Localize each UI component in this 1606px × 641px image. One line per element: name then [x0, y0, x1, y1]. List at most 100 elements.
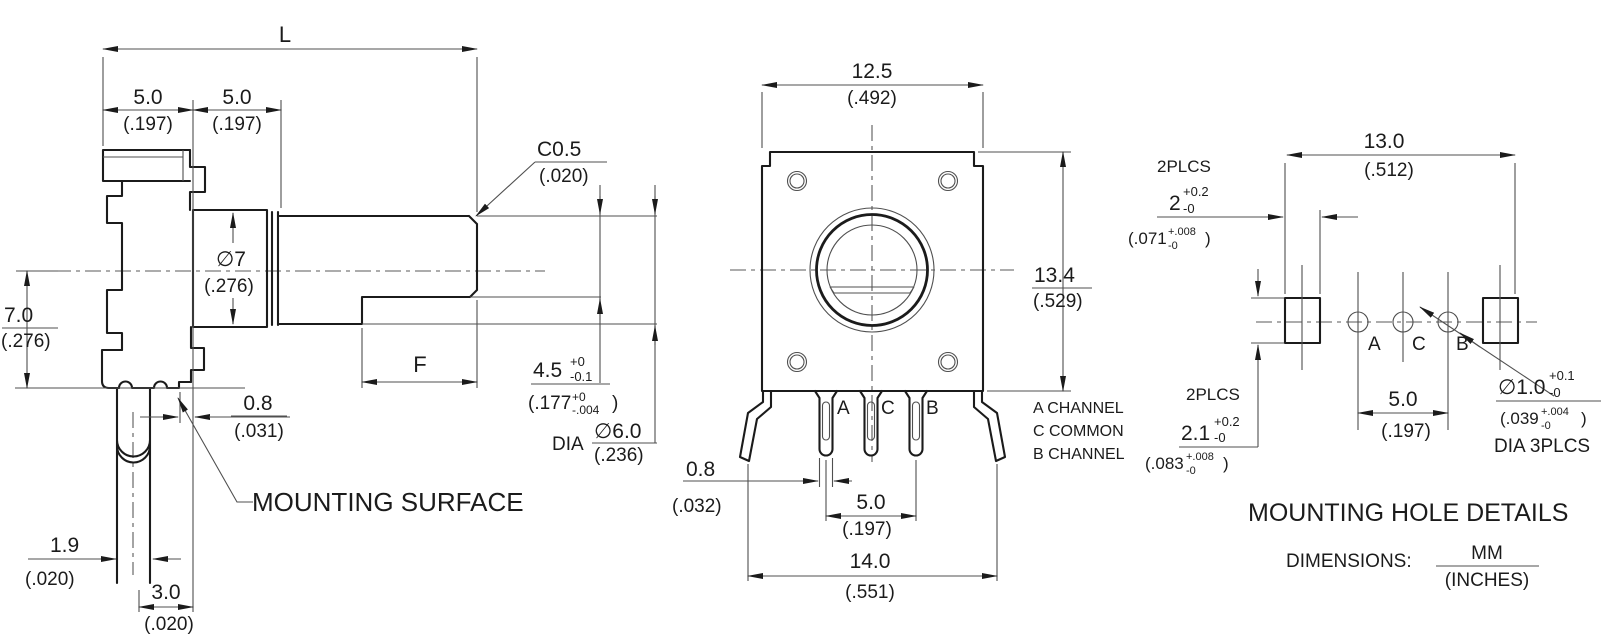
dim-45: 4.5 +0 -0.1 (.177 +0 -.004 ) — [362, 185, 657, 417]
dim-19-in: (.020) — [25, 569, 75, 590]
dia-1-mm: ∅1.0 — [1498, 376, 1546, 399]
dim-7-in: (.276) — [1, 331, 51, 352]
dim-08-side-mm: 0.8 — [243, 392, 272, 415]
dim-30: 3.0 (.020) — [138, 581, 194, 635]
dim-5-right-in: (.197) — [212, 114, 262, 135]
dim-45-in-close: ) — [612, 393, 618, 414]
dim-21-tol-plus: +0.2 — [1214, 414, 1240, 429]
channel-b-label: B CHANNEL — [1033, 446, 1125, 463]
dim-14-mm: 14.0 — [850, 550, 891, 573]
dia-1-in-tol-plus: +.004 — [1541, 406, 1569, 418]
dimensions-label: DIMENSIONS: — [1286, 551, 1412, 572]
dim-5-left-mm: 5.0 — [133, 86, 162, 109]
dim-45-tol-plus: +0 — [570, 354, 585, 369]
mounting-surface-callout: MOUNTING SURFACE — [177, 397, 524, 517]
dim-19: 1.9 (.020) — [25, 534, 181, 590]
dim-2-in-tol-minus: -0 — [1168, 240, 1178, 252]
side-view: L 5.0 (.197) 5.0 (.197) 7.0 (.276) ∅7 — [1, 22, 658, 635]
dia-6-in: (.236) — [594, 445, 644, 466]
pin-c-label: C — [881, 398, 895, 419]
pin-a-label: A — [837, 398, 850, 419]
dim-2: 2PLCS 2 +0.2 -0 (.071 +.008 -0 ) — [1128, 157, 1358, 294]
dimensions-legend: DIMENSIONS: MM (INCHES) — [1286, 543, 1539, 591]
dia-1-tol-plus: +0.1 — [1549, 368, 1575, 383]
dim-21: 2PLCS 2.1 +0.2 -0 (.083 +.008 -0 ) — [1145, 269, 1284, 477]
corner-hole — [786, 351, 808, 373]
dim-21-in: (.083 — [1145, 454, 1184, 473]
dim-2-in-tol-plus: +.008 — [1168, 226, 1196, 238]
dim-45-mm: 4.5 — [533, 359, 562, 382]
dim-21-tol-minus: -0 — [1214, 430, 1226, 445]
dim-2-in: (.071 — [1128, 229, 1167, 248]
dim-7: 7.0 (.276) — [1, 270, 245, 389]
callout-chamfer: C0.5 (.020) — [475, 138, 607, 217]
chamfer-mm: C0.5 — [537, 138, 581, 161]
dia-1-in-tol-minus: -0 — [1541, 420, 1551, 432]
dia-1-note: DIA 3PLCS — [1494, 436, 1590, 457]
chamfer-in: (.020) — [539, 166, 589, 187]
units-inches-label: (INCHES) — [1445, 570, 1529, 591]
dim-5-front-mm: 5.0 — [856, 491, 885, 514]
channel-c-label: C COMMON — [1033, 423, 1124, 440]
dim-5-front-in: (.197) — [842, 519, 892, 540]
dim-2-tol-plus: +0.2 — [1183, 184, 1209, 199]
dim-21-mm: 2.1 — [1181, 422, 1210, 445]
mount-geometry — [1283, 265, 1520, 430]
plcs-bottom-label: 2PLCS — [1186, 385, 1240, 404]
channel-a-label: A CHANNEL — [1033, 400, 1124, 417]
plcs-top-label: 2PLCS — [1157, 157, 1211, 176]
dim-dia7: ∅7 (.276) — [204, 212, 254, 325]
dim-l-label: L — [279, 22, 291, 47]
channel-legend: A CHANNEL C COMMON B CHANNEL — [1033, 400, 1125, 463]
dim-2-mm: 2 — [1169, 192, 1181, 215]
dia-7-in: (.276) — [204, 276, 254, 297]
corner-hole — [937, 351, 959, 373]
dim-19-mm: 1.9 — [50, 534, 79, 557]
dim-08-side: 0.8 (.031) — [140, 392, 290, 442]
dia-6-mm: ∅6.0 — [594, 420, 642, 443]
dim-21-in-tol-plus: +.008 — [1186, 451, 1214, 463]
dim-45-tol-minus: -0.1 — [570, 369, 592, 384]
right-leg — [972, 389, 1007, 463]
dia-1-in: (.039 — [1500, 409, 1539, 428]
dim-125-in: (.492) — [847, 88, 897, 109]
shaft-bore — [826, 224, 918, 316]
pin-a — [813, 389, 839, 457]
dim-5-left-in: (.197) — [123, 114, 173, 135]
dim-08-side-in: (.031) — [234, 421, 284, 442]
front-view-body — [738, 150, 1007, 463]
dim-125-mm: 12.5 — [852, 60, 893, 83]
dim-14-in: (.551) — [845, 582, 895, 603]
dim-134-mm: 13.4 — [1034, 264, 1075, 287]
dia-1-in-close: ) — [1581, 409, 1587, 428]
dim-30-mm: 3.0 — [151, 581, 180, 604]
pin-c — [858, 389, 884, 457]
dia-1-tol-minus: -0 — [1549, 385, 1561, 400]
dim-5-mount-mm: 5.0 — [1388, 388, 1417, 411]
dim-5-right-mm: 5.0 — [222, 86, 251, 109]
dim-7-mm: 7.0 — [4, 304, 33, 327]
dim-13-in: (.512) — [1364, 160, 1414, 181]
mount-view-title: MOUNTING HOLE DETAILS — [1248, 499, 1568, 527]
pin-b-label: B — [926, 398, 939, 419]
dia-7-mm: ∅7 — [216, 248, 246, 271]
front-view: 12.5 (.492) 13.4 (.529) A C B A CHANNEL … — [672, 60, 1125, 603]
hole-c-label: C — [1412, 334, 1426, 355]
side-view-body — [100, 148, 479, 585]
dim-5-mount: 5.0 (.197) — [1357, 388, 1449, 442]
dim-13: 13.0 (.512) — [1284, 130, 1516, 294]
dim-08-front: 0.8 (.032) — [672, 458, 852, 517]
left-leg — [738, 389, 773, 463]
dim-5-left: 5.0 (.197) — [102, 86, 194, 135]
dim-21-in-close: ) — [1223, 454, 1229, 473]
mounting-surface-label: MOUNTING SURFACE — [252, 487, 524, 517]
dim-134: 13.4 (.529) — [978, 151, 1092, 392]
corner-hole — [786, 170, 808, 192]
dim-125: 12.5 (.492) — [761, 60, 984, 148]
pin-b — [903, 389, 929, 457]
dim-2-tol-minus: -0 — [1183, 201, 1195, 216]
dim-L: L — [102, 22, 478, 212]
dim-45-in: (.177 — [528, 393, 571, 414]
